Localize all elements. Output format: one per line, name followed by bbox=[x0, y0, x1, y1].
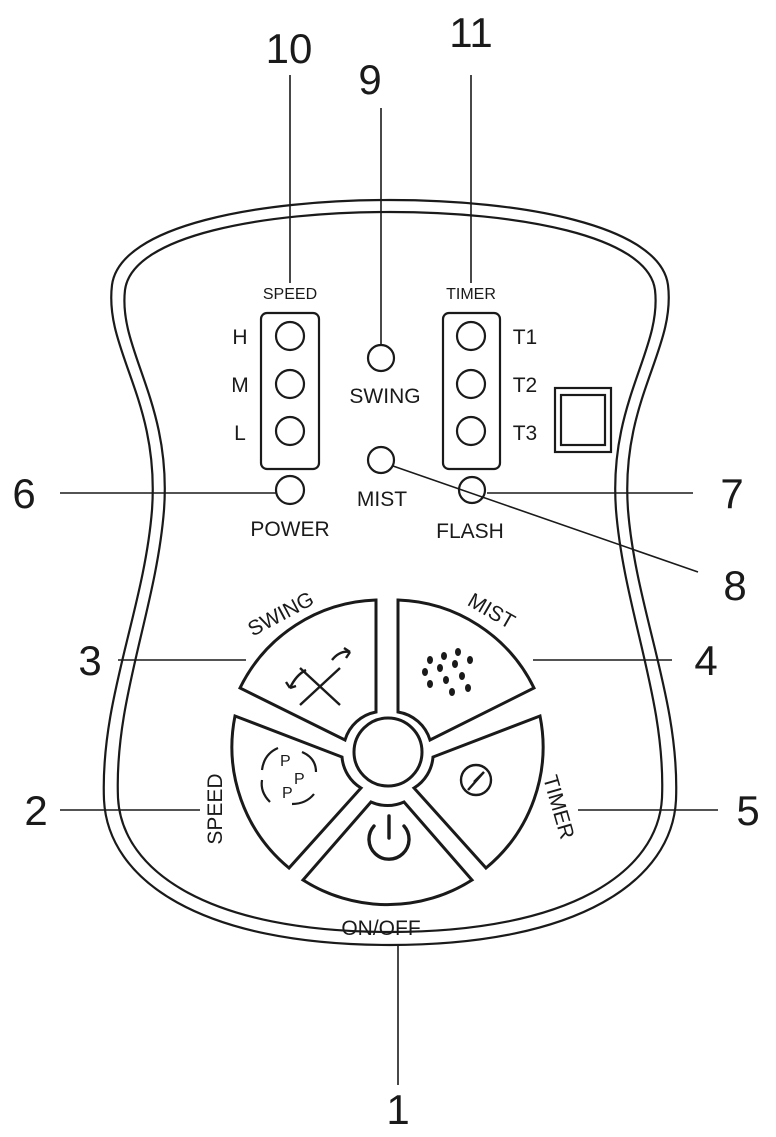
timer-level-t3: T3 bbox=[513, 422, 538, 445]
callout-4: 4 bbox=[694, 637, 717, 684]
mist-drops-icon bbox=[422, 648, 473, 696]
callout-6: 6 bbox=[12, 470, 35, 517]
mist-led bbox=[366, 445, 396, 475]
onoff-button[interactable] bbox=[300, 800, 475, 907]
timer-level-t1: T1 bbox=[513, 326, 538, 349]
rotating-speed-icon: P P P bbox=[260, 746, 318, 806]
timer-button[interactable] bbox=[411, 713, 545, 871]
button-ring bbox=[230, 598, 545, 907]
speed-led-h bbox=[274, 320, 306, 352]
callout-9: 9 bbox=[358, 56, 381, 103]
panel-outer-outline bbox=[102, 198, 678, 947]
ir-receiver-window bbox=[553, 386, 613, 454]
speed-button-label: SPEED bbox=[204, 773, 227, 844]
callout-5: 5 bbox=[736, 787, 759, 834]
power-label: POWER bbox=[250, 518, 329, 541]
callout-2: 2 bbox=[24, 787, 47, 834]
speed-level-l: L bbox=[234, 422, 246, 445]
callout-10: 10 bbox=[266, 25, 313, 72]
swing-button[interactable] bbox=[237, 598, 378, 743]
callout-7: 7 bbox=[720, 470, 743, 517]
svg-text:P: P bbox=[294, 771, 305, 788]
svg-text:P: P bbox=[280, 753, 291, 770]
power-icon bbox=[367, 814, 411, 861]
swing-indicator-label: SWING bbox=[349, 385, 420, 408]
svg-text:P: P bbox=[282, 785, 293, 802]
callout-8: 8 bbox=[723, 562, 746, 609]
clock-icon bbox=[459, 763, 493, 797]
panel-inner-outline bbox=[116, 210, 664, 934]
mist-indicator-label: MIST bbox=[357, 488, 407, 511]
timer-level-t2: T2 bbox=[513, 374, 538, 397]
timer-led-t2 bbox=[455, 368, 487, 400]
callout-1: 1 bbox=[386, 1086, 409, 1133]
center-hub bbox=[352, 716, 424, 788]
mist-button[interactable] bbox=[396, 598, 537, 743]
swing-arrows-icon bbox=[285, 647, 351, 706]
leader-line-8 bbox=[392, 465, 699, 573]
speed-indicator-title: SPEED bbox=[263, 286, 317, 303]
onoff-button-label: ON/OFF bbox=[341, 917, 420, 940]
timer-indicator-title: TIMER bbox=[446, 286, 496, 303]
callout-11: 11 bbox=[449, 9, 493, 56]
speed-led-m bbox=[274, 368, 306, 400]
speed-level-h: H bbox=[232, 326, 247, 349]
speed-indicator-frame bbox=[259, 311, 321, 471]
timer-button-label: TIMER bbox=[538, 773, 578, 842]
swing-led bbox=[366, 343, 396, 373]
timer-led-t3 bbox=[455, 415, 487, 447]
flash-label: FLASH bbox=[436, 520, 504, 543]
timer-led-t1 bbox=[455, 320, 487, 352]
speed-led-l bbox=[274, 415, 306, 447]
speed-button[interactable] bbox=[230, 713, 364, 871]
speed-level-m: M bbox=[231, 374, 249, 397]
callout-3: 3 bbox=[78, 637, 101, 684]
timer-indicator-frame bbox=[441, 311, 502, 471]
power-led bbox=[274, 474, 306, 506]
